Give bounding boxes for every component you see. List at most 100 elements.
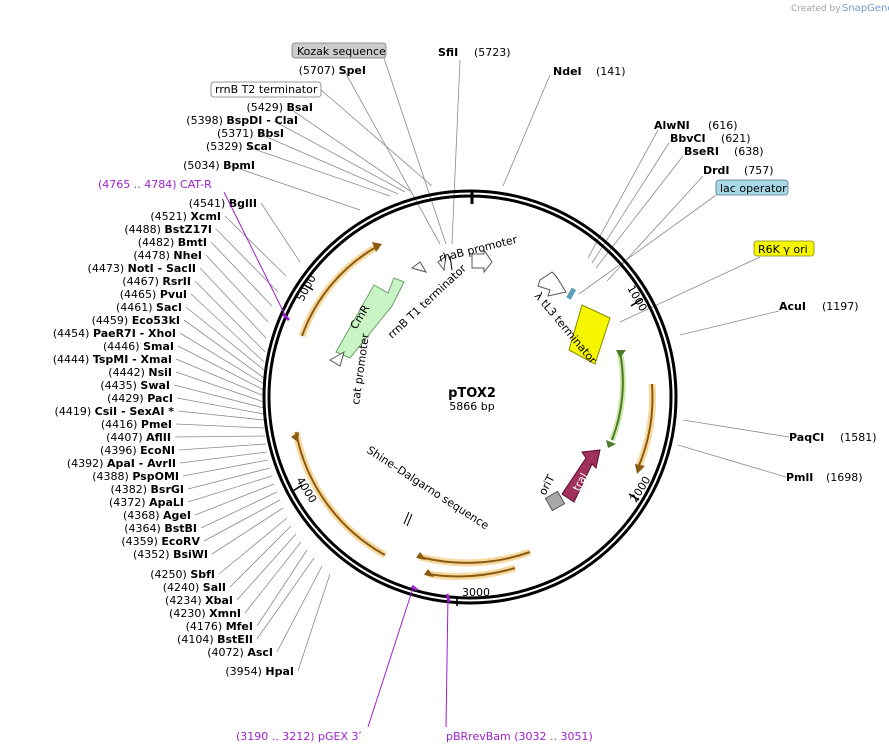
left-leader-line xyxy=(199,267,267,339)
enzyme-ndei-pos: (141) xyxy=(596,65,626,78)
left-leader-line xyxy=(194,483,275,516)
left-leader-line xyxy=(215,228,279,293)
left-enzyme-list: (5707) SpeI (5429) BsaI(5398) BspDI - Cla… xyxy=(53,64,366,678)
left-enzyme-label: (4176) MfeI xyxy=(186,620,253,633)
primer-cat-r: (4765 .. 4784) CAT-R xyxy=(98,178,212,191)
left-leader-line xyxy=(211,507,284,555)
left-leader-line xyxy=(276,565,323,653)
lac-operator-box xyxy=(715,179,789,196)
plasmid-name: pTOX2 xyxy=(448,386,496,401)
left-leader-line xyxy=(185,306,265,371)
kozak-label: Kozak sequence xyxy=(297,45,386,58)
enzyme-alwni: AlwNI xyxy=(654,119,690,132)
tick-3000: 3000 xyxy=(462,586,490,599)
left-leader-line xyxy=(178,443,267,451)
left-leader-line xyxy=(229,525,292,588)
orit-block xyxy=(544,490,566,512)
tick-5000: 5000 xyxy=(294,273,319,304)
left-leader-line xyxy=(190,293,265,363)
primer-pbrrevbam: pBRrevBam (3032 .. 3051) xyxy=(446,730,593,743)
enzyme-alwni-pos: (616) xyxy=(708,119,738,132)
plasmid-size: 5866 bp xyxy=(449,400,494,413)
left-leader-line xyxy=(174,435,266,438)
left-enzyme-label: (4419) CsiI - SexAI * xyxy=(55,405,175,418)
enzyme-sfii-pos: (5723) xyxy=(474,46,511,59)
enzyme-bseri: BseRI xyxy=(684,145,719,158)
left-enzyme-label: (4368) AgeI xyxy=(123,509,191,522)
left-enzyme-label: (4372) ApaLI xyxy=(109,496,184,509)
left-enzyme-label: (4473) NotI - SacII xyxy=(88,262,196,275)
rrnb-t1-label: rrnB T1 terminator xyxy=(385,262,469,342)
left-enzyme-label: (4230) XmnI xyxy=(169,607,241,620)
lac-operator-label: lac operator xyxy=(720,182,787,195)
left-leader-line xyxy=(187,467,271,490)
rrnb-t2-label: rrnB T2 terminator xyxy=(215,83,318,96)
left-enzyme-label: (4442) NsiI xyxy=(108,366,172,379)
left-enzyme-label: (5034) BpmI xyxy=(183,159,255,172)
left-enzyme-label: (4467) RsrII xyxy=(122,275,191,288)
left-enzyme-label: (4478) NheI xyxy=(133,249,202,262)
left-enzyme-label: (4482) BmtI xyxy=(138,236,207,249)
left-enzyme-label: (4072) AscI xyxy=(207,646,273,659)
primer-lines xyxy=(223,191,451,728)
enzyme-drdi: DrdI xyxy=(703,164,730,177)
left-enzyme-label: (5398) BspDI - ClaI xyxy=(186,114,298,127)
kozak-box xyxy=(291,42,387,59)
left-leader-line xyxy=(173,384,265,409)
enzyme-acui: AcuI xyxy=(779,300,806,313)
enzyme-bbvci-pos: (621) xyxy=(721,132,751,145)
traj-arrow xyxy=(561,449,601,503)
lambda-tl3-arrow xyxy=(537,271,567,297)
enzyme-pmli: PmlI xyxy=(786,471,813,484)
left-enzyme-label: (4359) EcoRV xyxy=(121,535,200,548)
left-enzyme-label: (4429) PacI xyxy=(107,392,173,405)
rhab-promoter-arrow xyxy=(471,248,493,274)
left-enzyme-label: (4250) SbfI xyxy=(150,568,215,581)
left-leader-line xyxy=(297,573,331,672)
left-leader-line xyxy=(176,397,265,415)
shine-dalgarno-label: Shine–Dalgarno sequence xyxy=(364,444,491,533)
r6k-label: R6K γ ori xyxy=(758,243,808,256)
left-leader-line xyxy=(224,215,287,277)
left-leader-line xyxy=(182,459,269,477)
left-enzyme-label: (4104) BstEII xyxy=(177,633,253,646)
left-enzyme-label: (5329) ScaI xyxy=(206,140,272,153)
left-enzyme-label: (4454) PaeR7I - XhoI xyxy=(53,327,176,340)
left-leader-line xyxy=(218,517,288,575)
leader-lines xyxy=(230,57,790,478)
left-leader-line xyxy=(210,241,273,307)
left-enzyme-label: (4459) Eco53kI xyxy=(92,314,180,327)
left-leader-lines xyxy=(173,202,331,672)
left-leader-line xyxy=(175,358,265,397)
backbone-inner xyxy=(267,194,673,600)
left-enzyme-label: (5707) SpeI xyxy=(299,64,366,77)
left-enzyme-label: (4461) SacI xyxy=(116,301,182,314)
enzyme-ndei: NdeI xyxy=(553,65,582,78)
left-leader-line xyxy=(256,549,308,627)
left-enzyme-label: (4240) SalI xyxy=(163,581,226,594)
r6k-box xyxy=(753,240,815,257)
left-leader-line xyxy=(177,345,265,391)
cds-arrowheads xyxy=(291,242,645,577)
left-enzyme-label: (5429) BsaI xyxy=(246,101,313,114)
enzyme-drdi-pos: (757) xyxy=(744,164,774,177)
enzyme-acui-pos: (1197) xyxy=(822,300,859,313)
enzyme-paqci-pos: (1581) xyxy=(840,431,877,444)
right-enzyme-list: AlwNI (616) BbvCI (621) BseRI (638) DrdI… xyxy=(654,119,877,484)
enzyme-sfii: SfiI xyxy=(438,46,458,59)
left-leader-line xyxy=(244,541,302,614)
left-enzyme-label: (4407) AflII xyxy=(106,431,171,444)
left-leader-line xyxy=(177,410,265,421)
left-enzyme-label: (4234) XbaI xyxy=(165,594,233,607)
left-enzyme-label: (4521) XcmI xyxy=(150,210,221,223)
rrnb-t1-arrow-2 xyxy=(437,254,447,272)
left-enzyme-label: (4364) BstBI xyxy=(124,522,197,535)
rrnb-t1-arrow xyxy=(410,261,428,273)
cat-promoter-arrow xyxy=(329,350,345,367)
enzyme-bseri-pos: (638) xyxy=(734,145,764,158)
left-leader-line xyxy=(236,533,297,601)
left-enzyme-label: (5371) BbsI xyxy=(217,127,284,140)
r6k-ori-block xyxy=(568,304,611,365)
left-leader-line xyxy=(194,280,266,353)
